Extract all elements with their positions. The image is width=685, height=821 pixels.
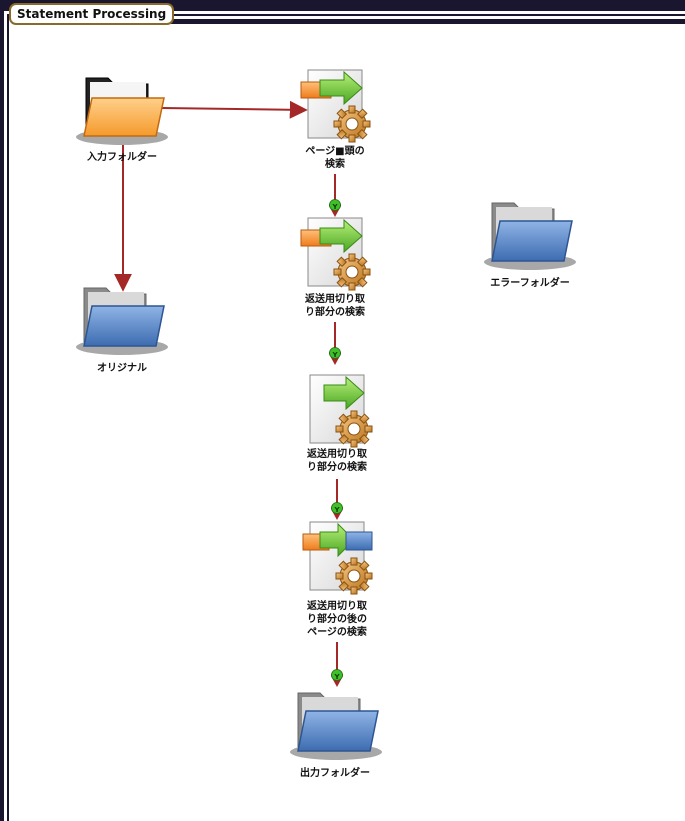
frame-inner-top-line xyxy=(9,16,685,19)
blue-folder-icon[interactable] xyxy=(76,287,168,355)
node-label-input-folder: 入力フォルダー xyxy=(87,152,157,163)
process-gear-icon[interactable] xyxy=(300,217,371,291)
process-gear-icon[interactable] xyxy=(302,521,373,595)
frame-left-line xyxy=(4,11,7,821)
yes-badge-label: Y xyxy=(333,673,340,681)
node-label-step2: 返送用切り取 り部分の検索 xyxy=(305,294,365,318)
diagram-canvas[interactable]: Y Y Y Y 入力フォルダー オリジナル エラーフォルダー 出力フォルダー ペ… xyxy=(12,24,685,821)
yes-badge-label: Y xyxy=(333,506,340,514)
window-title: Statement Processing xyxy=(9,3,175,25)
yes-badge-label: Y xyxy=(331,351,338,359)
yes-badge-2 xyxy=(329,347,341,365)
process-gear-icon[interactable] xyxy=(309,374,373,448)
node-label-original: オリジナル xyxy=(97,363,147,374)
node-label-step3: 返送用切り取 り部分の検索 xyxy=(307,449,367,473)
yes-badge-1 xyxy=(329,199,341,217)
node-label-step1: ページ■頭の 検索 xyxy=(305,146,365,170)
blue-folder-icon[interactable] xyxy=(484,202,576,270)
frame-top-line xyxy=(4,11,685,14)
node-label-output-folder: 出力フォルダー xyxy=(300,768,370,779)
yes-badge-3 xyxy=(331,502,343,520)
node-label-error-folder: エラーフォルダー xyxy=(490,278,570,289)
node-label-step4: 返送用切り取 り部分の後の ページの検索 xyxy=(307,601,367,638)
blue-folder-icon[interactable] xyxy=(290,692,382,760)
workflow-diagram: Y Y Y Y xyxy=(76,69,576,760)
connector-input-to-step1 xyxy=(161,100,308,119)
orange-folder-icon[interactable] xyxy=(76,77,168,145)
yes-badge-4 xyxy=(331,669,343,687)
process-gear-icon[interactable] xyxy=(300,69,371,143)
frame-inner-left-line xyxy=(9,16,12,821)
yes-badge-label: Y xyxy=(331,203,338,211)
